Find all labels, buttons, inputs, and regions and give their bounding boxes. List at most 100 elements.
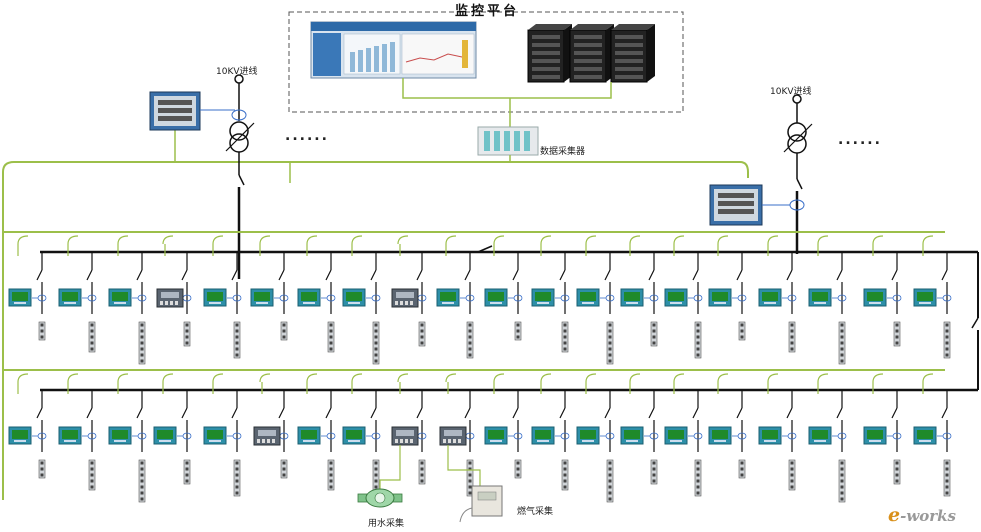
collector-module: [484, 131, 490, 151]
stack-cell: [374, 359, 378, 363]
meter-keys: [490, 440, 502, 442]
power-meter-icon: [576, 426, 600, 445]
meter-screen: [762, 292, 778, 301]
stack-cell: [90, 479, 94, 483]
gas-meter-icon: [459, 485, 503, 523]
winding-secondary: [229, 133, 249, 153]
incoming-line-label-left: 10KV进线: [216, 67, 258, 77]
stack-cell: [945, 341, 949, 345]
stack-body: [233, 321, 241, 359]
stack-cell: [329, 335, 333, 339]
stack-cell: [840, 467, 844, 471]
stack-cell: [563, 341, 567, 345]
meter-keys: [209, 302, 221, 304]
stack-cell: [235, 335, 239, 339]
comm-platform-bus: [402, 78, 612, 99]
stack-cell: [235, 341, 239, 345]
server-icon-2: [569, 24, 614, 83]
stack-cell: [468, 485, 472, 489]
winding-secondary: [787, 134, 807, 154]
breaker-icon: [370, 407, 377, 419]
meter-keys: [626, 440, 638, 442]
stack-cell: [468, 329, 472, 333]
meter-screen: [12, 430, 28, 439]
branch-load-stack: [788, 459, 796, 491]
server-slot: [574, 67, 602, 71]
branch-load-stack: [138, 321, 146, 365]
gateway-icon: [391, 426, 419, 446]
feeder-lower-10: [439, 373, 475, 497]
server-slot: [574, 51, 602, 55]
stack-cell: [945, 353, 949, 357]
comm-curve: [162, 373, 174, 383]
feeder-lower-3: [108, 373, 147, 503]
stack-cell: [790, 467, 794, 471]
gateway-port: [400, 439, 403, 443]
stack-cell: [420, 473, 424, 477]
comm-curve: [922, 373, 934, 383]
comm-curve: [259, 235, 271, 245]
comm-curve: [767, 373, 779, 383]
stack-cell: [696, 353, 700, 357]
stack-cell: [895, 473, 899, 477]
comm-curve: [351, 235, 363, 245]
stack-cell: [140, 467, 144, 471]
panel-meter-digits: [158, 100, 192, 105]
meter-screen: [346, 292, 362, 301]
stack-cell: [374, 329, 378, 333]
comm-curve: [306, 235, 318, 245]
stack-cell: [140, 491, 144, 495]
stack-cell: [696, 479, 700, 483]
power-meter-icon: [808, 288, 832, 307]
tap-arrow: [225, 122, 255, 152]
stack-cell: [516, 467, 520, 471]
server-slot: [615, 43, 643, 47]
feeder-upper-19: [863, 235, 902, 347]
collector-module: [504, 131, 510, 151]
stack-cell: [329, 479, 333, 483]
feeder-lower-8: [342, 373, 381, 503]
meter-keys: [814, 440, 826, 442]
stack-cell: [696, 461, 700, 465]
stack-body: [466, 459, 474, 497]
meter-screen: [668, 292, 684, 301]
stack-cell: [840, 359, 844, 363]
stack-cell: [652, 323, 656, 327]
feeder-lower-6: [253, 373, 289, 479]
meter-screen: [301, 430, 317, 439]
meter-keys: [348, 302, 360, 304]
stack-body: [694, 321, 702, 359]
comm-curve: [397, 373, 409, 383]
power-meter-icon: [913, 426, 937, 445]
branch-load-stack: [514, 459, 522, 479]
stack-cell: [185, 461, 189, 465]
stack-cell: [140, 335, 144, 339]
stack-cell: [652, 329, 656, 333]
stack-cell: [840, 335, 844, 339]
main-breaker: [796, 178, 803, 190]
stack-cell: [40, 329, 44, 333]
stack-cell: [608, 479, 612, 483]
power-meter-icon: [758, 288, 782, 307]
comm-curve: [872, 373, 884, 383]
branch-load-stack: [233, 321, 241, 359]
right-tie-breaker: [971, 317, 979, 329]
feeder-upper-10: [436, 235, 475, 359]
power-meter-icon: [620, 288, 644, 307]
meter-screen: [580, 292, 596, 301]
feeder-lower-15: [664, 373, 703, 497]
stack-cell: [374, 335, 378, 339]
feeder-lower-17: [758, 373, 797, 491]
ellipsis-right: ......: [838, 132, 882, 148]
power-meter-icon: [8, 288, 32, 307]
stack-cell: [563, 467, 567, 471]
stack-cell: [608, 329, 612, 333]
stack-cell: [235, 329, 239, 333]
stack-cell: [235, 353, 239, 357]
meter-keys: [490, 302, 502, 304]
monitor-sidebar: [313, 33, 341, 76]
meter-keys: [626, 302, 638, 304]
stack-cell: [282, 323, 286, 327]
power-meter-icon: [250, 288, 274, 307]
stack-cell: [329, 461, 333, 465]
